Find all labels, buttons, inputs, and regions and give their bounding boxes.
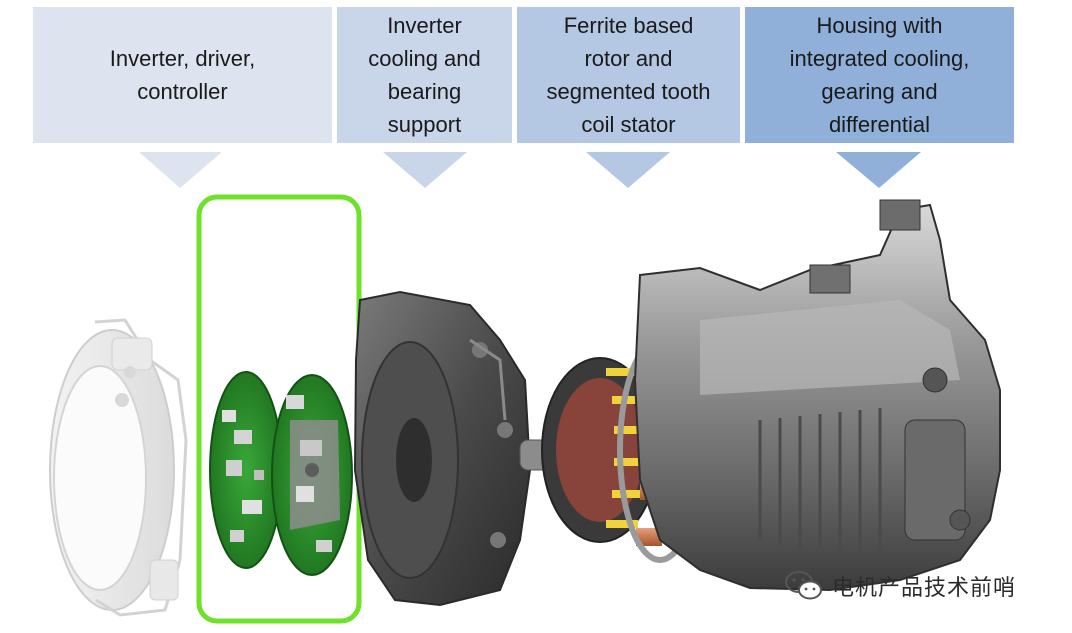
arrow-down-icon (383, 152, 467, 188)
main-housing (633, 199, 1001, 592)
arrow-down-icon (586, 152, 670, 188)
label-housing-cooling-gearing: Housing with integrated cooling, gearing… (745, 7, 1014, 143)
label-inverter-cooling-bearing: Inverter cooling and bearing support (337, 7, 512, 143)
bearing-support-plate (353, 290, 532, 607)
label-text: Housing with integrated cooling, gearing… (789, 13, 970, 137)
label-text: Ferrite based rotor and segmented tooth … (546, 13, 711, 137)
wechat-icon (785, 571, 822, 600)
arrow-down-icon (836, 152, 921, 188)
label-ferrite-rotor-stator: Ferrite based rotor and segmented tooth … (517, 7, 740, 143)
inverter-pcb-boards (209, 371, 353, 576)
label-inverter-driver-controller: Inverter, driver, controller (33, 7, 332, 143)
watermark: 电机产品技术前哨 (784, 566, 1016, 606)
arrow-down-icon (139, 152, 222, 188)
watermark-text: 电机产品技术前哨 (832, 576, 1017, 601)
label-text: Inverter, driver, controller (109, 46, 256, 104)
end-cover (49, 318, 188, 617)
label-text: Inverter cooling and bearing support (368, 13, 481, 137)
